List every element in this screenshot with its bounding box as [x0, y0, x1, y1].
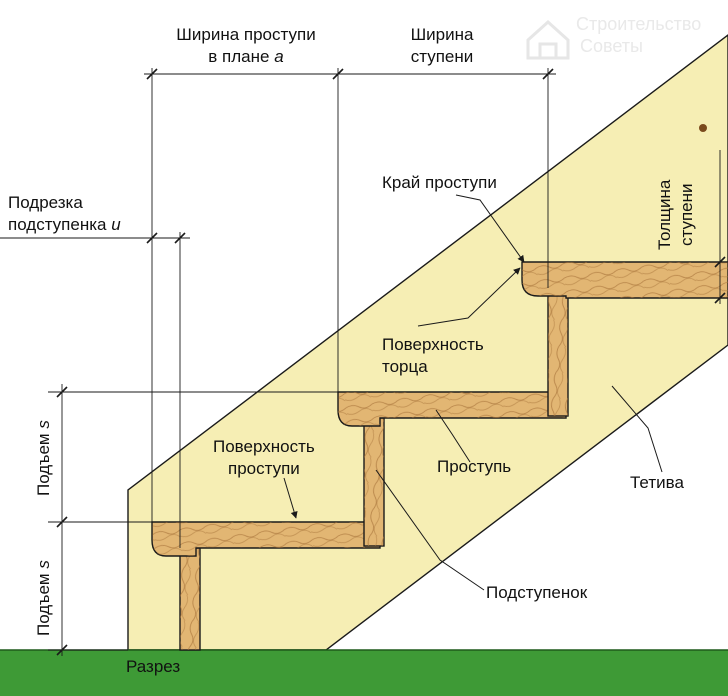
tread-surface-label-line1: Поверхность	[213, 437, 315, 456]
end-surface-label-line1: Поверхность	[382, 335, 484, 354]
riser-label: Подступенок	[486, 583, 588, 602]
stringer-board	[127, 34, 728, 651]
watermark: Строительство Советы	[526, 14, 701, 60]
step-width-label-line2: ступени	[411, 47, 474, 66]
nosing-label: Край проступи	[382, 173, 497, 192]
riser-cut-label-line1: Подрезка	[8, 193, 83, 212]
nosing-leader	[455, 194, 525, 263]
tread-label: Проступь	[437, 457, 511, 476]
stringer-label: Тетива	[630, 473, 684, 492]
tread-surface-label-line2: проступи	[228, 459, 300, 478]
watermark-line1: Строительство	[576, 14, 701, 34]
ground	[0, 650, 728, 696]
riser-cut-label-line2: подступенка u	[8, 215, 121, 234]
rise-upper-label: Подъем s	[34, 420, 53, 496]
stringer-leader	[611, 385, 663, 473]
tread-surface-leader	[283, 477, 298, 519]
step-thickness-label-line2: ступени	[677, 183, 696, 246]
step-width-label-line1: Ширина	[411, 25, 474, 44]
end-surface-label-line2: торца	[382, 357, 428, 376]
house-logo-icon	[526, 19, 570, 60]
section-label: Разрез	[126, 657, 180, 676]
rise-lower-label: Подъем s	[34, 560, 53, 636]
watermark-line2: Советы	[580, 36, 643, 56]
riser-leader	[375, 469, 485, 591]
stringer-knot	[699, 124, 707, 132]
step-thickness-label-line1: Толщина	[655, 179, 674, 250]
dimension-lines	[0, 68, 728, 656]
tread-leader	[435, 409, 471, 463]
tread-width-plan-label-line2: в плане a	[208, 47, 283, 66]
tread-width-plan-label-line1: Ширина проступи	[176, 25, 315, 44]
end-surface-leader	[417, 267, 521, 327]
